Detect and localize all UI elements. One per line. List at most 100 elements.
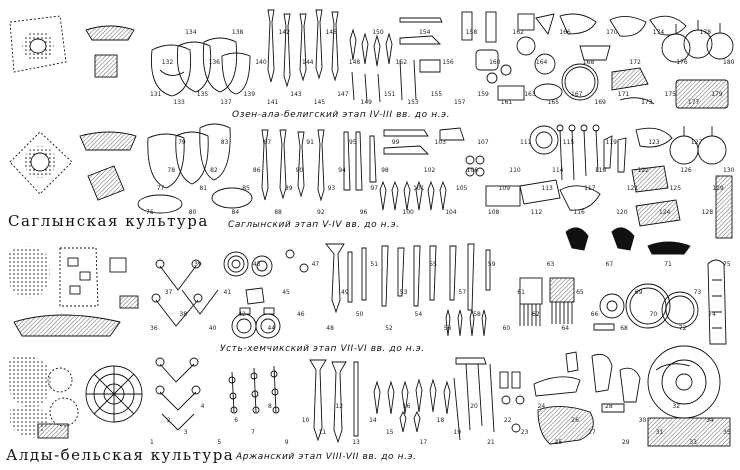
ust-knives [381,243,491,311]
catalogue-number: 75 [723,261,731,268]
catalogue-number: 27 [588,429,596,436]
arzhan-ornaments [499,351,594,445]
culture-title-aldy-bel: Алды-бельская культура [6,446,235,464]
catalogue-number: 166 [559,29,571,36]
catalogue-number: 24 [537,403,546,410]
catalogue-number: 162 [512,29,524,36]
catalogue-number: 143 [290,91,302,98]
catalogue-number: 121 [626,185,639,192]
catalogue-number: 147 [337,91,349,98]
catalogue-number: 139 [243,91,256,98]
catalogue-number: 169 [594,99,606,106]
catalogue-number: 31 [655,429,664,436]
arzhan-arrowheads [373,378,451,433]
saglyn-disc-mirrors [669,126,733,239]
catalogue-number: 28 [605,403,613,410]
catalogue-number: 94 [338,167,346,174]
catalogue-number: 171 [617,91,630,98]
catalogue-number: 69 [634,289,643,296]
catalogue-number: 87 [263,139,272,146]
catalogue-number: 101 [413,185,425,192]
ust-mirrors [593,283,699,331]
catalogue-number: 65 [576,289,584,296]
catalogue-number: 19 [453,429,462,436]
catalogue-number: 12 [335,403,344,410]
catalogue-number: 56 [443,325,452,332]
catalogue-number: 113 [541,185,553,192]
catalogue-number: 71 [664,261,672,268]
catalogue-number: 63 [546,261,555,268]
catalogue-number: 36 [150,325,158,332]
catalogue-number: 55 [429,261,437,268]
catalogue-number: 7 [251,429,255,436]
catalogue-number: 35 [723,429,731,436]
ozen-arrowheads [349,28,417,103]
catalogue-number: 61 [517,289,525,296]
arzhan-bridle-bits [155,357,201,431]
catalogue-number: 14 [369,417,377,424]
catalogue-number: 130 [723,167,735,174]
catalogue-number: 6 [234,417,239,424]
catalogue-number: 127 [690,139,703,146]
catalogue-number: 103 [434,139,446,146]
catalogue-number: 149 [360,99,372,106]
arzhan-animal-finials [591,353,641,413]
catalogue-number: 131 [150,91,162,98]
catalogue-number: 34 [706,417,714,424]
catalogue-number: 157 [454,99,466,106]
catalogue-number: 145 [313,99,326,106]
catalogue-number: 122 [637,167,649,174]
ozen-pottery [150,37,251,97]
saglyn-plaques [631,127,681,227]
stage-label-ozen: Озен-ала-белигский этап IV-III вв. до н.… [232,110,451,120]
catalogue-number: 116 [573,209,585,216]
arzhan-kurgan-plan [47,365,143,427]
catalogue-number: 66 [590,311,599,318]
catalogue-number: 58 [473,311,481,318]
catalogue-number: 67 [605,261,614,268]
catalogue-number: 38 [179,311,188,318]
ust-bridle-bits [151,259,219,327]
catalogue-number: 173 [641,99,653,106]
catalogue-number: 107 [477,139,489,146]
catalogue-number: 163 [524,91,536,98]
catalogue-number: 152 [395,59,408,66]
catalogue-number: 41 [223,289,232,296]
catalogue-number: 159 [477,91,489,98]
catalogue-number: 137 [220,99,232,106]
arzhan-cheekpieces [228,365,280,414]
catalogue-number: 132 [161,59,174,66]
catalogue-number: 98 [381,167,389,174]
catalogue-number: 161 [500,99,513,106]
catalogue-number: 39 [194,261,202,268]
catalogue-number: 105 [455,185,468,192]
catalogue-number: 62 [532,311,540,318]
ust-arrowheads [445,309,487,337]
ozen-plaques [559,13,687,105]
catalogue-number: 11 [318,429,327,436]
saglyn-burial-plan [9,131,73,195]
catalogue-number: 120 [616,209,628,216]
catalogue-number: 167 [571,91,583,98]
saglyn-burial-section [79,131,137,201]
ozen-mirror-torque [561,63,599,101]
culture-title-saglyn: Саглынская культура [8,212,209,230]
ust-spirals [223,249,309,305]
ust-horse-figures [565,227,691,255]
catalogue-number: 151 [383,91,396,98]
catalogue-number: 125 [669,185,682,192]
catalogue-number: 177 [687,99,700,106]
catalogue-number: 175 [664,91,676,98]
catalogue-number: 156 [442,59,454,66]
catalogue-number: 74 [708,311,716,318]
catalogue-number: 179 [711,91,723,98]
catalogue-number: 78 [167,167,176,174]
catalogue-number: 21 [487,439,495,446]
ust-combs [519,277,575,326]
catalogue-number: 146 [325,29,337,36]
catalogue-number: 43 [252,261,261,268]
catalogue-number: 30 [638,417,647,424]
catalogue-number: 46 [296,311,305,318]
ust-rings [231,307,281,339]
catalogue-number: 117 [584,185,596,192]
